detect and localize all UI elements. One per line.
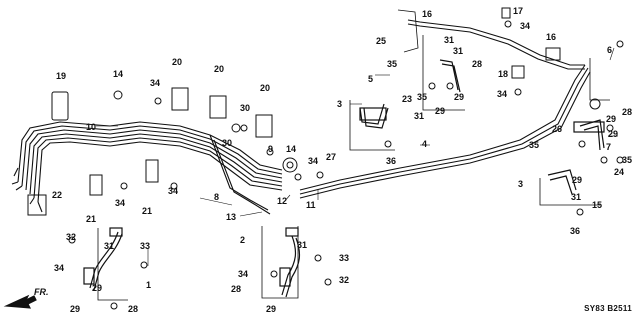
callout-18: 18: [498, 69, 509, 79]
callout-34g: 34: [54, 263, 65, 273]
hose-front-left: [83, 227, 123, 291]
callout-28a: 28: [472, 59, 483, 69]
callout-29e: 29: [572, 175, 583, 185]
hose-front-right: [279, 227, 301, 298]
callout-3b: 3: [518, 179, 524, 189]
callout-35b: 35: [417, 92, 428, 102]
callout-14a: 14: [113, 69, 124, 79]
callout-27: 27: [326, 152, 337, 162]
callout-29d: 29: [608, 129, 619, 139]
callout-12: 12: [277, 196, 288, 206]
callout-29b: 29: [454, 92, 465, 102]
callout-8: 8: [214, 192, 220, 202]
callout-34d: 34: [115, 198, 126, 208]
callout-23: 23: [402, 94, 413, 104]
callout-7: 7: [606, 142, 612, 152]
callout-33b: 33: [339, 253, 350, 263]
callout-30b: 30: [222, 138, 233, 148]
callout-29g: 29: [70, 304, 81, 314]
callout-29c: 29: [606, 114, 617, 124]
callout-34e: 34: [168, 186, 179, 196]
callout-3a: 3: [337, 99, 343, 109]
callout-15: 15: [592, 200, 603, 210]
callout-29h: 29: [266, 304, 277, 314]
callout-28c: 28: [231, 284, 242, 294]
callout-31b: 31: [453, 46, 464, 56]
callout-31c: 31: [414, 111, 425, 121]
diagram-code: SY83 B2511: [584, 304, 632, 313]
callout-34c: 34: [497, 89, 508, 99]
callout-31e: 31: [104, 241, 115, 251]
callout-34h: 34: [238, 269, 249, 279]
clips: [27, 7, 561, 216]
callout-19: 19: [56, 71, 67, 81]
callout-10: 10: [86, 122, 97, 132]
callout-1: 1: [146, 280, 152, 290]
callout-21b: 21: [142, 206, 153, 216]
rear-line: [299, 19, 591, 199]
leader-lines: [96, 47, 618, 266]
callout-35c: 35: [529, 140, 540, 150]
callout-32b: 32: [339, 275, 350, 285]
callout-29a: 29: [435, 106, 446, 116]
callout-4: 4: [422, 139, 428, 149]
callout-16a: 16: [422, 9, 433, 19]
main-line-bundle: [11, 121, 283, 215]
callout-30a: 30: [240, 103, 251, 113]
front-label: FR.: [34, 287, 49, 297]
callout-21a: 21: [86, 214, 97, 224]
callout-36a: 36: [386, 156, 397, 166]
callout-14b: 14: [286, 144, 297, 154]
hose-rear-right: [547, 119, 605, 195]
callout-20c: 20: [260, 83, 271, 93]
callout-28b: 28: [622, 107, 633, 117]
callout-17: 17: [513, 6, 524, 16]
front-arrow: [3, 294, 37, 309]
callout-13: 13: [226, 212, 237, 222]
callout-35a: 35: [387, 59, 398, 69]
callout-16b: 16: [546, 32, 557, 42]
callout-25: 25: [376, 36, 387, 46]
callout-5: 5: [368, 74, 374, 84]
callout-2: 2: [240, 235, 246, 245]
callout-36b: 36: [570, 226, 581, 236]
callout-35d: 35: [622, 155, 633, 165]
callout-frames: [97, 9, 610, 301]
callout-31f: 31: [297, 240, 308, 250]
callout-20b: 20: [214, 64, 225, 74]
callout-9: 9: [268, 144, 274, 154]
callout-32a: 32: [66, 232, 77, 242]
callout-20a: 20: [172, 57, 183, 67]
fasteners: [68, 20, 624, 310]
callout-34f: 34: [308, 156, 319, 166]
callout-29f: 29: [92, 283, 103, 293]
callout-22: 22: [52, 190, 63, 200]
callout-6: 6: [607, 45, 613, 55]
callout-28d: 28: [128, 304, 139, 314]
callout-31a: 31: [444, 35, 455, 45]
callout-31d: 31: [571, 192, 582, 202]
callout-33a: 33: [140, 241, 151, 251]
callout-26: 26: [552, 124, 563, 134]
callout-34a: 34: [150, 78, 161, 88]
hose-rear-left: [359, 59, 461, 129]
callout-11: 11: [306, 200, 316, 210]
callout-24: 24: [614, 167, 625, 177]
callout-34b: 34: [520, 21, 531, 31]
